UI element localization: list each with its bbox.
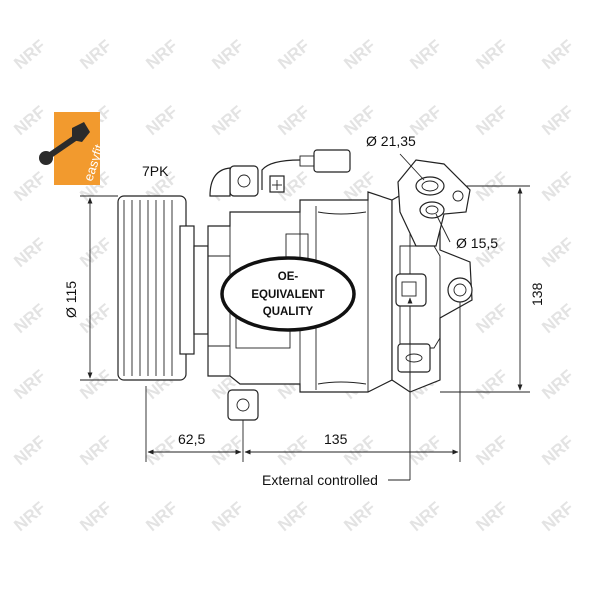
nrf-watermark: NRF [76,366,115,403]
offset-left-label: 62,5 [178,431,205,447]
stamp-line-2: EQUIVALENT [251,289,324,301]
nrf-watermark: NRF [76,36,115,73]
stamp-line-3: QUALITY [263,306,314,318]
nrf-watermark: NRF [10,366,49,403]
nrf-watermark: NRF [208,102,247,139]
nrf-watermark: NRF [472,432,511,469]
nrf-watermark: NRF [76,300,115,337]
nrf-watermark: NRF [76,432,115,469]
dimension-lines [80,153,530,481]
nrf-watermark: NRF [472,168,511,205]
oe-quality-stamp: OE- EQUIVALENT QUALITY [220,256,356,332]
length-label: 135 [324,431,348,447]
nrf-watermark: NRF [538,234,577,271]
nrf-watermark: NRF [274,498,313,535]
stamp-line-1: OE- [278,271,299,283]
nrf-watermark: NRF [538,432,577,469]
port-small-diameter-label: Ø 15,5 [456,235,498,251]
nrf-watermark: NRF [538,168,577,205]
nrf-watermark: NRF [340,36,379,73]
nrf-watermark: NRF [10,102,49,139]
nrf-watermark: NRF [142,432,181,469]
nrf-watermark: NRF [538,366,577,403]
nrf-watermark: NRF [274,36,313,73]
nrf-watermark: NRF [142,36,181,73]
nrf-watermark: NRF [76,498,115,535]
wrench-icon [39,122,90,165]
nrf-watermark: NRF [208,498,247,535]
nrf-watermark: NRF [406,498,445,535]
nrf-watermark: NRF [340,498,379,535]
nrf-watermark: NRF [76,234,115,271]
nrf-watermark: NRF [472,36,511,73]
nrf-watermark: NRF [142,102,181,139]
pulley [117,195,209,381]
nrf-watermark: NRF [10,498,49,535]
nrf-watermark: NRF [10,168,49,205]
nrf-watermark: NRF [10,300,49,337]
pulley-diameter-label: Ø 115 [63,281,79,318]
port-large-diameter-label: Ø 21,35 [366,133,416,149]
nrf-watermark: NRF [208,36,247,73]
control-type-label: External controlled [262,472,378,488]
nrf-watermark: NRF [538,498,577,535]
nrf-watermark: NRF [10,36,49,73]
nrf-watermark: NRF [406,432,445,469]
nrf-watermark: NRF [208,432,247,469]
nrf-watermark: NRF [472,102,511,139]
nrf-watermark: NRF [142,498,181,535]
nrf-watermark: NRF [10,234,49,271]
easyfit-logo: easyfit [39,112,107,185]
nrf-watermark: NRF [472,300,511,337]
height-label: 138 [529,282,545,306]
nrf-watermark: NRF [406,36,445,73]
nrf-watermark: NRF [472,366,511,403]
pulley-grooves-label: 7PK [142,163,169,179]
nrf-watermark: NRF [274,102,313,139]
nrf-watermark: NRF [472,498,511,535]
nrf-watermark: NRF [274,432,313,469]
nrf-watermark: NRF [538,102,577,139]
nrf-watermark: NRF [538,36,577,73]
nrf-watermark: NRF [10,432,49,469]
